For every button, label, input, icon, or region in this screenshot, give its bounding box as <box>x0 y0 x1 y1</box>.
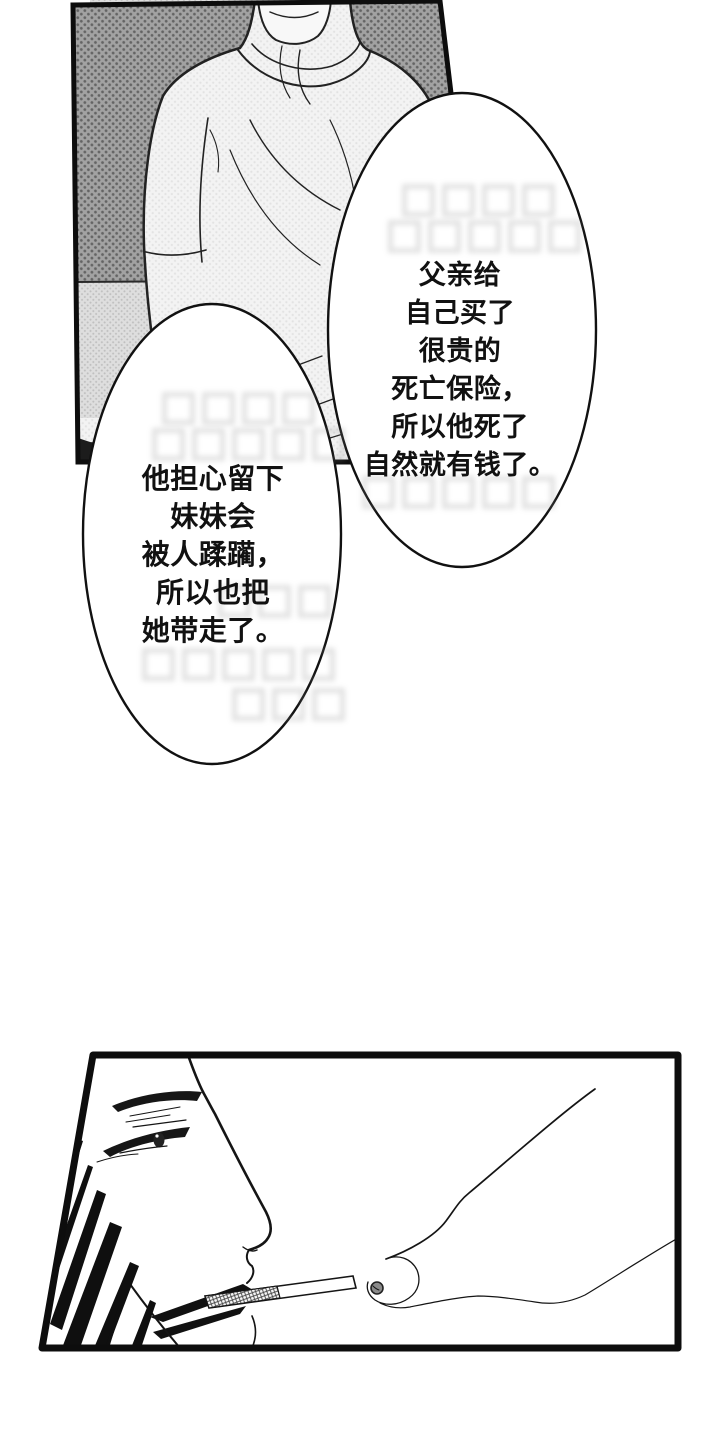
upper-eyelash <box>103 1127 190 1157</box>
face-profile <box>96 1055 273 1348</box>
ghost-text-artifact <box>162 392 315 425</box>
ghost-text-artifact <box>142 648 335 681</box>
brow-hatch-2 <box>125 1114 171 1123</box>
speech-line: 自然就有钱了。 <box>363 450 557 480</box>
speed-line <box>94 1262 139 1348</box>
brow-hatch-1 <box>129 1106 181 1117</box>
forehead-line <box>186 1055 205 1094</box>
speech-line: 所以他死了 <box>391 412 529 442</box>
lower-lip <box>153 1306 246 1339</box>
upper-lip-curve <box>245 1249 255 1284</box>
speech-line: 她带走了。 <box>141 615 285 646</box>
fingertip-contour <box>366 1256 420 1305</box>
speech-line: 自己买了 <box>405 298 515 328</box>
ember <box>370 1281 384 1295</box>
eye-highlight <box>155 1134 159 1138</box>
collar-fold-outer <box>237 49 371 88</box>
speech-line: 很贵的 <box>418 336 502 366</box>
lower-eyelid <box>119 1145 168 1154</box>
hand <box>366 1088 678 1309</box>
under-eye-line <box>96 1153 139 1163</box>
chest-fold-2 <box>229 149 321 266</box>
speech-line: 被人蹂躏， <box>141 539 285 570</box>
sleeve-hem <box>145 249 207 256</box>
speech-line: 他担心留下 <box>141 463 285 494</box>
nostril-line <box>242 1246 258 1252</box>
nose-profile-line <box>201 1090 273 1252</box>
iris <box>153 1132 165 1148</box>
speech-bubble-left <box>81 302 343 766</box>
speech-line: 死亡保险， <box>391 374 529 404</box>
collar-drape-1 <box>297 49 311 105</box>
speech-line: 妹妹会 <box>170 501 256 532</box>
bottom-panel-border <box>38 1051 682 1352</box>
ghost-text-artifact <box>232 688 345 721</box>
armpit-fold <box>209 129 220 173</box>
chest-fold-1 <box>249 119 341 211</box>
eyebrow <box>112 1091 202 1112</box>
ghost-text-artifact <box>152 428 345 461</box>
ghost-text-artifact <box>218 585 331 618</box>
arm-inner-line <box>199 117 209 263</box>
ghost-text-artifact <box>402 184 555 217</box>
arm-top-contour <box>385 1088 596 1260</box>
speed-line <box>62 1222 122 1348</box>
cigarette-filter-hatched <box>204 1285 281 1309</box>
collar-fold-inner <box>251 41 361 70</box>
ghost-text-artifact <box>362 476 555 509</box>
ghost-text-artifact <box>388 220 581 253</box>
speed-line <box>105 1305 122 1348</box>
cigarette <box>203 1275 384 1309</box>
neck <box>256 1 333 45</box>
bottom-panel-fill <box>42 1055 678 1348</box>
ember-texture <box>372 1285 380 1291</box>
collar-drape-2 <box>279 45 291 99</box>
jaw-neck-line <box>126 1279 181 1348</box>
eyelid-crease <box>132 1119 187 1128</box>
speed-line <box>131 1300 156 1348</box>
speech-line: 父亲给 <box>418 260 502 290</box>
chin-shadow-line <box>269 11 319 19</box>
bottom-panel <box>38 1051 682 1352</box>
speech-text-right: 父亲给 自己买了 很贵的 死亡保险， 所以他死了 自然就有钱了。 <box>338 256 582 484</box>
speech-text-left: 他担心留下 妹妹会 被人蹂躏， 所以也把 她带走了。 <box>86 460 340 650</box>
hand-bottom-contour <box>379 1237 678 1309</box>
speed-line <box>50 1190 106 1330</box>
speech-bubble-right <box>326 91 598 569</box>
speech-line: 所以也把 <box>155 577 270 608</box>
